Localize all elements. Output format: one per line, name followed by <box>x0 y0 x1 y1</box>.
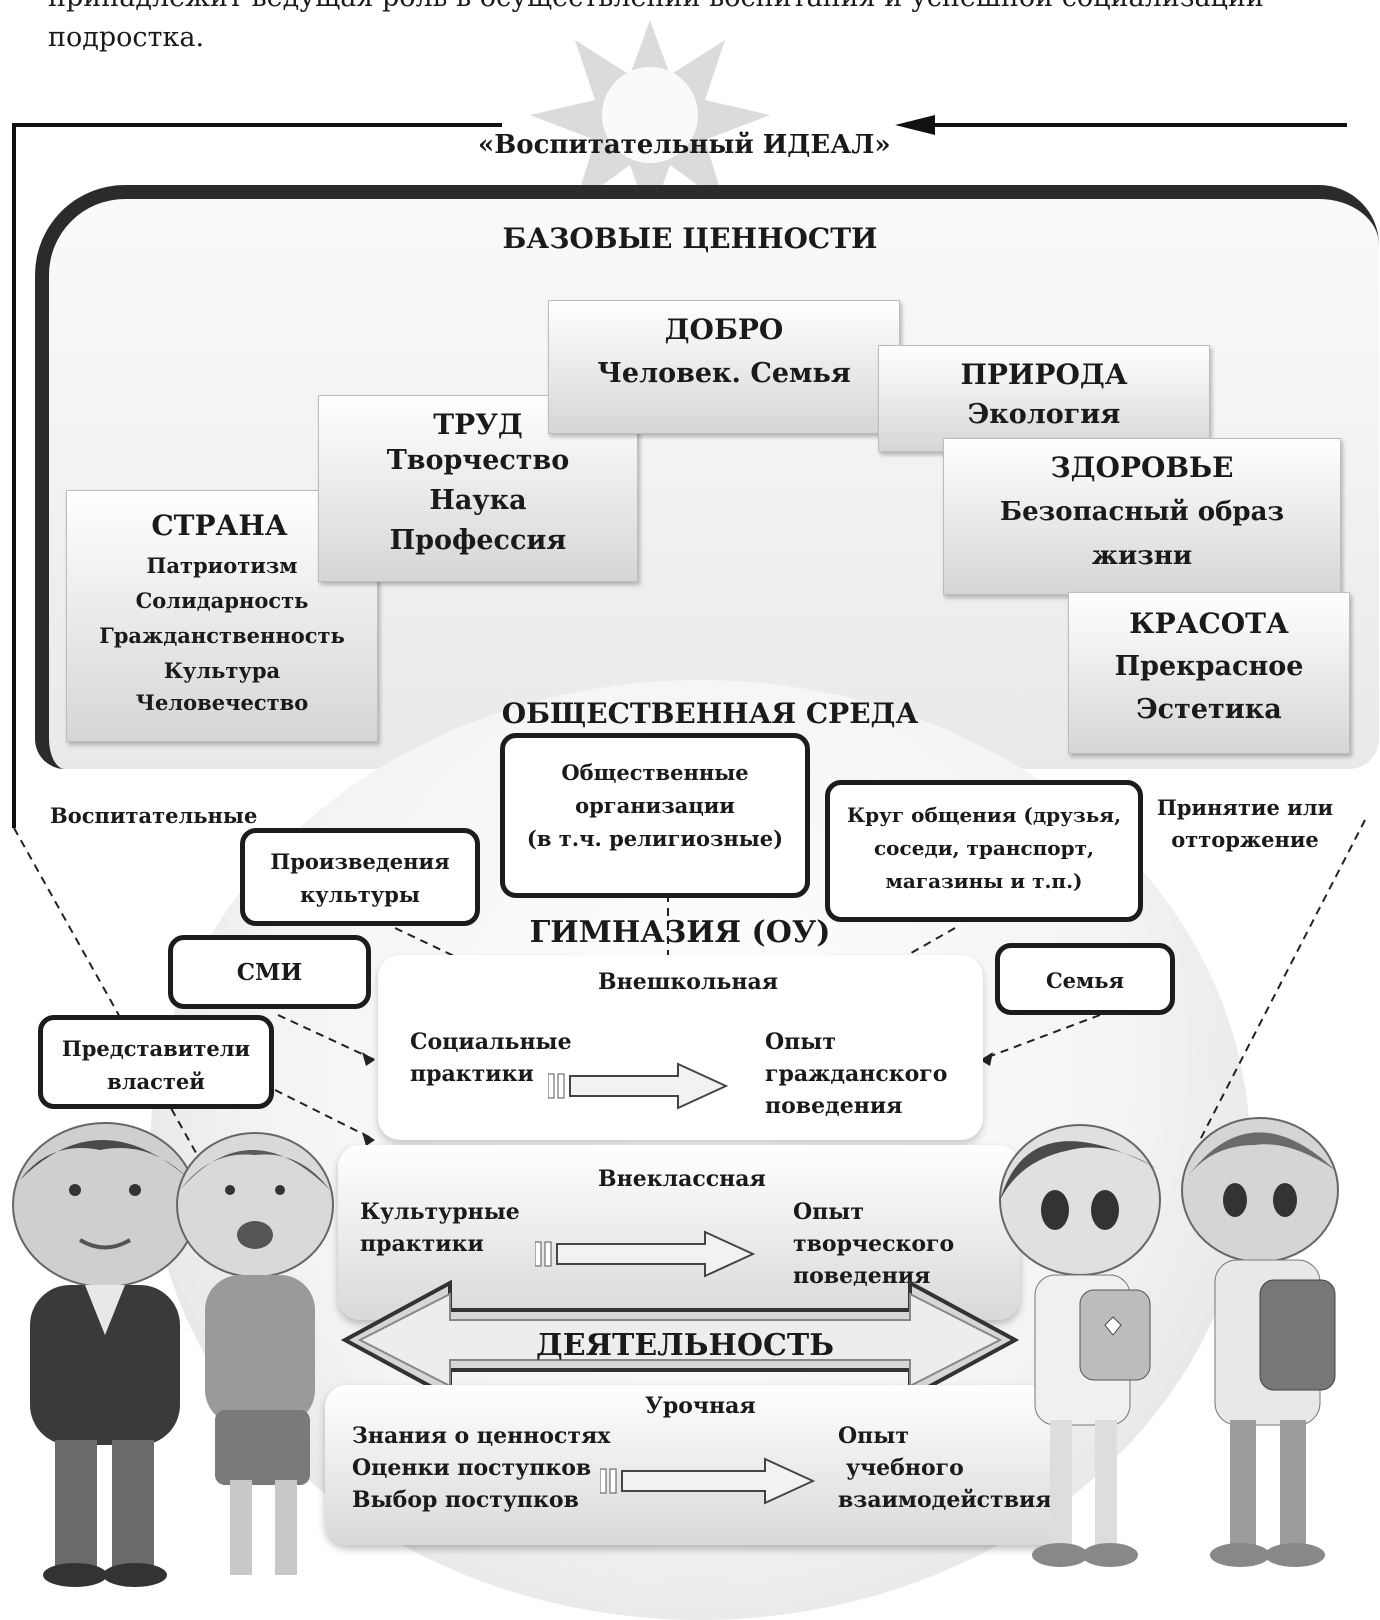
cultural-practices-line: Культурные <box>360 1199 520 1225</box>
arrow-left-icon <box>895 115 935 135</box>
creative-experience-line: творческого <box>793 1231 955 1257</box>
family-box: Семья <box>995 943 1175 1015</box>
society-title: ОБЩЕСТВЕННАЯ СРЕДА <box>501 697 919 730</box>
family-label: Семья <box>1045 968 1125 993</box>
ideal-title: «Воспитательный ИДЕАЛ» <box>478 130 891 160</box>
learning-experience-line: учебного <box>846 1455 964 1481</box>
acceptance-line: Принятие или <box>1156 795 1334 820</box>
learning-experience-line: взаимодействия <box>838 1487 1052 1513</box>
value-box-krasota: КРАСОТА Прекрасное Эстетика <box>1068 592 1350 754</box>
zdorovye-line: жизни <box>1091 541 1193 571</box>
circle-line: соседи, транспорт, <box>874 836 1094 860</box>
intro-text: принадлежит ведущая роль в осуществлении… <box>48 0 1338 58</box>
knowledge-line: Знания о ценностях <box>352 1423 611 1449</box>
orgs-line: (в т.ч. религиозные) <box>526 826 784 851</box>
acceptance-line: отторжение <box>1171 827 1319 852</box>
cultural-practices-line: практики <box>360 1231 484 1257</box>
civic-experience-line: Опыт <box>765 1029 836 1055</box>
base-values-title: БАЗОВЫЕ ЦЕННОСТИ <box>502 222 878 255</box>
activity-double-arrow <box>340 1279 1020 1401</box>
frame-top-right-line <box>915 123 1347 127</box>
strana-line: Солидарность <box>135 588 309 613</box>
cultural-practices-text: Культурные практики <box>360 1196 520 1260</box>
civic-experience-text: Опыт гражданского поведения <box>765 1026 947 1122</box>
creative-experience-text: Опыт творческого поведения <box>793 1196 954 1292</box>
value-box-zdorovye: ЗДОРОВЬЕ Безопасный образ жизни <box>943 438 1341 595</box>
children-illustration <box>999 1117 1339 1567</box>
learning-experience-text: Опыт учебного взаимодействия <box>838 1420 1052 1516</box>
arrow-right-icon <box>600 1457 815 1505</box>
out-of-school-label: Внешкольная <box>598 969 778 995</box>
dobro-heading: ДОБРО <box>664 313 784 346</box>
civic-experience-line: гражданского <box>765 1061 948 1087</box>
priroda-text: Экология <box>967 399 1121 430</box>
arrow-right-icon <box>535 1230 755 1278</box>
krasota-line: Прекрасное <box>1114 651 1304 682</box>
knowledge-line: Оценки поступков <box>352 1455 592 1481</box>
knowledge-text: Знания о ценностях Оценки поступков Выбо… <box>352 1420 610 1516</box>
learning-experience-line: Опыт <box>838 1423 909 1449</box>
acceptance-label: Принятие или отторжение <box>1150 792 1340 856</box>
culture-works-line: Произведения <box>270 849 450 874</box>
gymnasium-title: ГИМНАЗИЯ (ОУ) <box>529 915 831 950</box>
public-organizations-box: Общественные организации (в т.ч. религио… <box>500 733 810 898</box>
value-box-dobro: ДОБРО Человек. Семья <box>548 300 900 434</box>
culture-works-box: Произведения культуры <box>240 828 480 926</box>
lesson-label: Урочная <box>645 1393 756 1419</box>
educational-label: Воспитательные <box>50 803 258 828</box>
civic-experience-line: поведения <box>765 1093 903 1119</box>
creative-experience-line: Опыт <box>793 1199 864 1225</box>
authorities-line: Представители <box>61 1036 251 1061</box>
social-practices-text: Социальные практики <box>410 1026 572 1090</box>
adults-illustration <box>12 1122 334 1587</box>
intro-line-1: принадлежит ведущая роль в осуществлении… <box>48 0 1338 18</box>
value-box-priroda: ПРИРОДА Экология <box>878 345 1210 452</box>
trud-line: Наука <box>429 485 527 516</box>
authorities-box: Представители властей <box>38 1015 274 1109</box>
media-box: СМИ <box>168 935 371 1009</box>
authorities-line: властей <box>107 1069 205 1094</box>
social-practices-line: практики <box>410 1061 534 1087</box>
orgs-line: Общественные <box>561 760 749 785</box>
extracurricular-label: Внеклассная <box>598 1166 766 1192</box>
frame-top-left-line <box>12 123 502 127</box>
strana-line: Патриотизм <box>146 553 298 578</box>
trud-line: Профессия <box>389 525 567 556</box>
media-label: СМИ <box>236 959 303 986</box>
orgs-line: организации <box>575 793 735 818</box>
knowledge-line: Выбор поступков <box>352 1487 579 1513</box>
intro-line-2: подростка. <box>48 22 205 53</box>
culture-works-line: культуры <box>300 882 420 907</box>
krasota-heading: КРАСОТА <box>1129 607 1289 640</box>
strana-line: Гражданственность <box>99 623 345 648</box>
arrow-right-icon <box>548 1062 728 1110</box>
krasota-line: Эстетика <box>1136 694 1282 725</box>
priroda-heading: ПРИРОДА <box>960 358 1128 391</box>
creative-experience-line: поведения <box>793 1263 931 1289</box>
frame-left-line <box>12 123 16 828</box>
circle-line: Круг общения (друзья, <box>846 803 1122 827</box>
dobro-text: Человек. Семья <box>597 358 851 389</box>
star-decoration-icon <box>530 20 770 220</box>
trud-heading: ТРУД <box>433 408 523 441</box>
zdorovye-line: Безопасный образ <box>999 497 1285 527</box>
strana-line: Человечество <box>135 690 309 715</box>
activity-label: ДЕЯТЕЛЬНОСТЬ <box>536 1328 834 1363</box>
out-of-school-panel <box>378 955 983 1140</box>
social-practices-line: Социальные <box>410 1029 572 1055</box>
social-circle-box: Круг общения (друзья, соседи, транспорт,… <box>825 780 1143 922</box>
circle-line: магазины и т.п.) <box>885 869 1083 893</box>
strana-line: Культура <box>163 658 281 683</box>
lesson-panel <box>325 1385 1065 1545</box>
strana-heading: СТРАНА <box>151 509 288 542</box>
zdorovye-heading: ЗДОРОВЬЕ <box>1050 451 1234 484</box>
trud-line: Творчество <box>386 445 570 476</box>
